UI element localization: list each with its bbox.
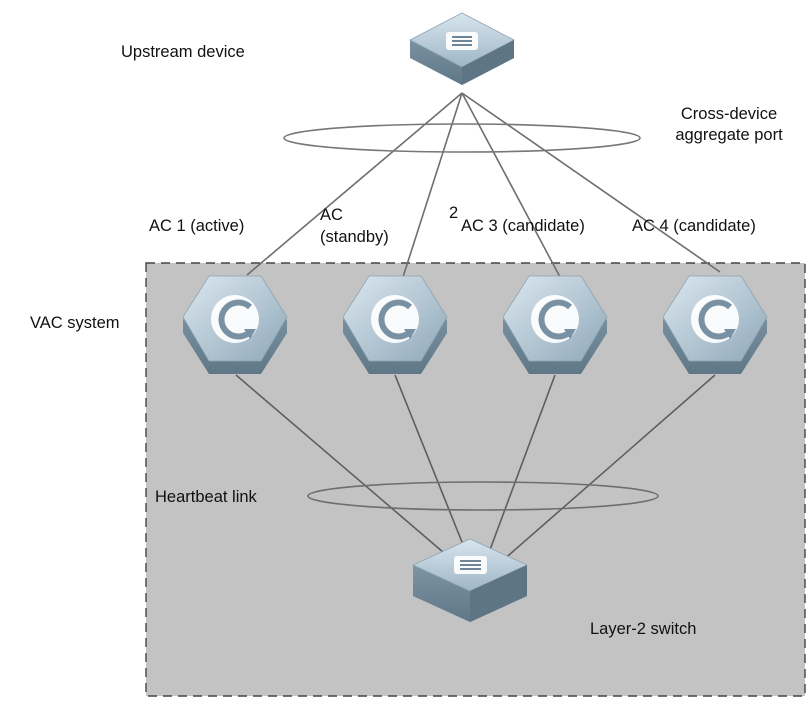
access-controller-icon	[502, 275, 608, 374]
heartbeat-link-ac3	[477, 374, 556, 583]
switch-icon	[409, 12, 515, 85]
access-controller-icon	[342, 275, 448, 374]
uplinks	[246, 92, 721, 278]
uplink-ac1	[246, 92, 463, 276]
uplink-ac4	[461, 92, 721, 273]
ac2-label-line1: AC	[320, 206, 343, 224]
heartbeat-link-ac1	[235, 374, 479, 583]
heartbeat-link-ac4	[477, 374, 716, 583]
ac4-label: AC 4 (candidate)	[632, 217, 756, 235]
uplink-ac2	[402, 92, 463, 278]
ac2-number-label: 2	[449, 204, 459, 222]
switch-icon	[412, 538, 528, 622]
heartbeat-link-label: Heartbeat link	[155, 488, 257, 506]
heartbeat-ring	[307, 481, 659, 511]
access-controller-icon	[182, 275, 288, 374]
ac1-label: AC 1 (active)	[149, 217, 245, 235]
cross-device-aggregate-port-label: Cross-device aggregate port	[675, 105, 783, 144]
ac2-label-line2: (standby)	[320, 228, 389, 246]
ac3-label: AC 3 (candidate)	[461, 217, 585, 235]
upstream-device-label: Upstream device	[121, 43, 245, 61]
heartbeat-links	[235, 374, 716, 583]
uplink-ac3	[461, 92, 561, 278]
aggregate-port-ring	[283, 123, 641, 153]
layer2-switch-label: Layer-2 switch	[590, 620, 697, 638]
vac-system-label: VAC system	[30, 314, 120, 332]
access-controller-icon	[662, 275, 768, 374]
